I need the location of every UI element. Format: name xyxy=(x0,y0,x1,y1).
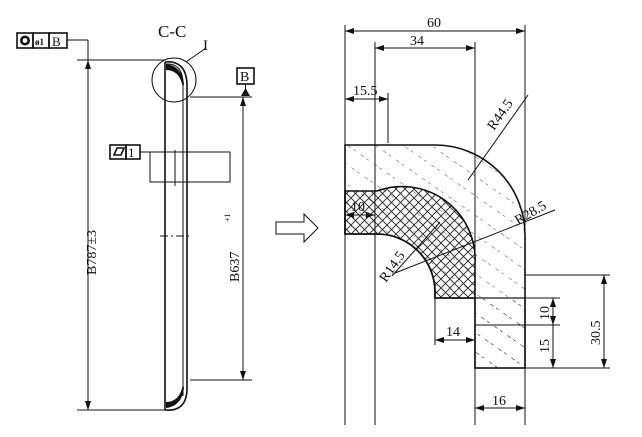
dim-34: 34 xyxy=(410,34,424,49)
detail-circle xyxy=(151,57,197,103)
concentricity-datum: B xyxy=(52,34,61,49)
inner-layer xyxy=(344,185,476,299)
flatness-icon xyxy=(112,147,126,156)
dim-10-thick: 10 xyxy=(351,200,365,215)
concentricity-value: ø1 xyxy=(35,37,45,47)
ring-profile xyxy=(160,61,192,411)
flatness-value: 1 xyxy=(128,145,135,160)
dim-14: 14 xyxy=(446,325,460,340)
radius-44-5: R44.5 xyxy=(485,97,517,133)
flatness-zone xyxy=(149,151,231,183)
dim-15-height: 15 xyxy=(538,339,553,353)
inner-diameter-tolerance: +1 xyxy=(223,213,232,222)
concentricity-frame: ø1 B xyxy=(16,32,89,60)
detail-view: 60 34 15.5 R44.5 R28.5 R14.5 10 xyxy=(344,16,610,425)
section-label: C-C xyxy=(158,22,186,41)
view-arrow-icon xyxy=(275,212,319,244)
dim-16: 16 xyxy=(492,394,506,409)
radius-14-5: R14.5 xyxy=(377,249,409,285)
detail-label: I xyxy=(203,38,208,54)
dim-30-5: 30.5 xyxy=(589,321,604,346)
datum-label: B xyxy=(240,70,249,85)
flatness-frame: 1 xyxy=(109,144,231,183)
outer-diameter-label: B787±3 xyxy=(85,230,100,275)
dim-60: 60 xyxy=(427,16,441,31)
datum-b-marker: B xyxy=(190,67,255,98)
dim-15-5: 15.5 xyxy=(353,84,378,99)
flange-section xyxy=(474,297,526,369)
inner-diameter-label: B637 xyxy=(228,252,243,282)
dim-10-height: 10 xyxy=(538,306,553,320)
left-section-view: C-C ø1 B B787±3 xyxy=(16,22,255,411)
